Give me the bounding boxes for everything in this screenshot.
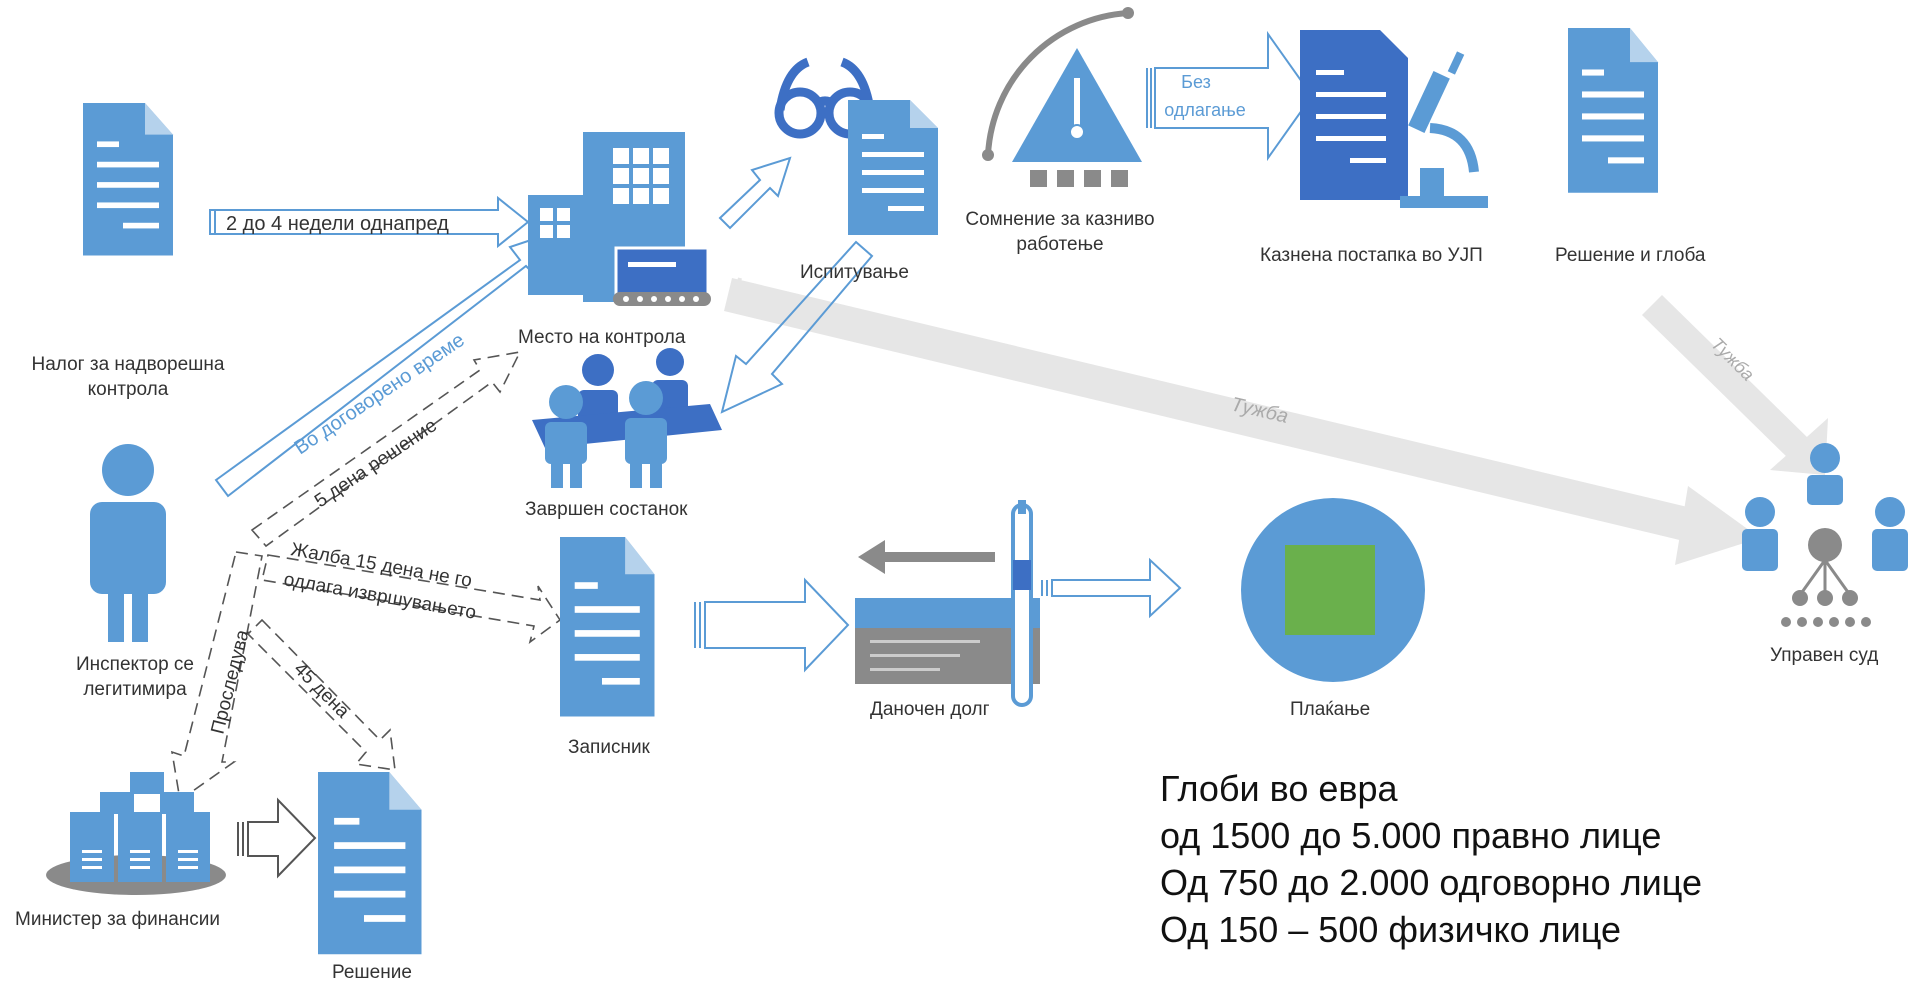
zapisnik-document-icon xyxy=(560,537,655,717)
microscope-icon xyxy=(1400,51,1488,208)
tuzhba-side-arrow xyxy=(1642,295,1828,475)
fines-block: Глоби во евра од 1500 до 5.000 правно ли… xyxy=(1160,765,1702,953)
label-ispituvanje: Испитување xyxy=(800,262,909,283)
label-nalog: Налог за надворешна контрола xyxy=(31,354,225,400)
label-upraven: Управен суд xyxy=(1770,645,1879,666)
ispituvanje-document-icon xyxy=(848,100,938,235)
label-reshenie-globa: Решение и глоба xyxy=(1555,245,1706,266)
reshenie-globa-document-icon xyxy=(1568,28,1658,193)
person-icon xyxy=(90,444,166,642)
label-reshenie: Решение xyxy=(332,962,412,983)
nalog-document-icon xyxy=(83,103,173,256)
reshenie-document-icon xyxy=(318,772,422,955)
arrow-danochen-plakjanje xyxy=(1041,557,1182,619)
tax-debt-icon xyxy=(855,500,1040,707)
arrow-prosleduva xyxy=(170,551,263,802)
label-inspektor: Инспектор се легитимира xyxy=(76,654,194,700)
meeting-icon xyxy=(532,348,722,488)
fines-line-3: Од 150 – 500 физичко лице xyxy=(1160,909,1622,950)
label-mesto: Место на контрола xyxy=(518,327,686,348)
arrow-nalog-mesto xyxy=(209,195,530,249)
servers-icon xyxy=(46,772,226,895)
arrow-minister-reshenie xyxy=(237,797,317,879)
building-icon xyxy=(528,132,711,306)
kazneta-document-icon xyxy=(1300,30,1408,200)
court-icon xyxy=(1742,443,1908,627)
arrow-zhalba xyxy=(261,554,562,644)
label-minister: Министер за финансии xyxy=(15,909,221,930)
arrow-ispituvanje-zavrshen xyxy=(720,240,874,414)
label-zapisnik: Записник xyxy=(568,737,650,758)
arrow-somnenie-kazneta xyxy=(1146,30,1314,162)
edge-label-45-dena: 45 дена xyxy=(289,659,353,723)
fines-title: Глоби во евра xyxy=(1160,768,1398,809)
warning-icon xyxy=(982,7,1142,187)
arrow-mesto-ispituvanje xyxy=(718,156,792,230)
fines-line-2: Од 750 до 2.000 одговорно лице xyxy=(1160,862,1703,903)
payment-icon xyxy=(1241,498,1425,682)
edge-label-two-four: 2 до 4 недели однапред xyxy=(226,213,449,235)
label-kazneta: Казнена постапка во УЈП xyxy=(1260,245,1483,266)
arrow-5-dena xyxy=(250,350,522,548)
label-danochen: Даночен долг xyxy=(870,699,990,720)
label-zavrshen: Завршен состанок xyxy=(525,499,688,520)
arrow-zapisnik-danochen xyxy=(694,577,850,673)
tuzhba-main-arrow xyxy=(724,277,1760,565)
edge-label-bez-2: одлагање xyxy=(1164,100,1245,120)
edge-label-bez-1: Без xyxy=(1181,72,1211,92)
fines-line-1: од 1500 до 5.000 правно лице xyxy=(1160,815,1662,856)
label-somnenie: Сомнение за казниво работење xyxy=(965,209,1155,255)
label-plakjanje: Плаќање xyxy=(1290,699,1371,720)
